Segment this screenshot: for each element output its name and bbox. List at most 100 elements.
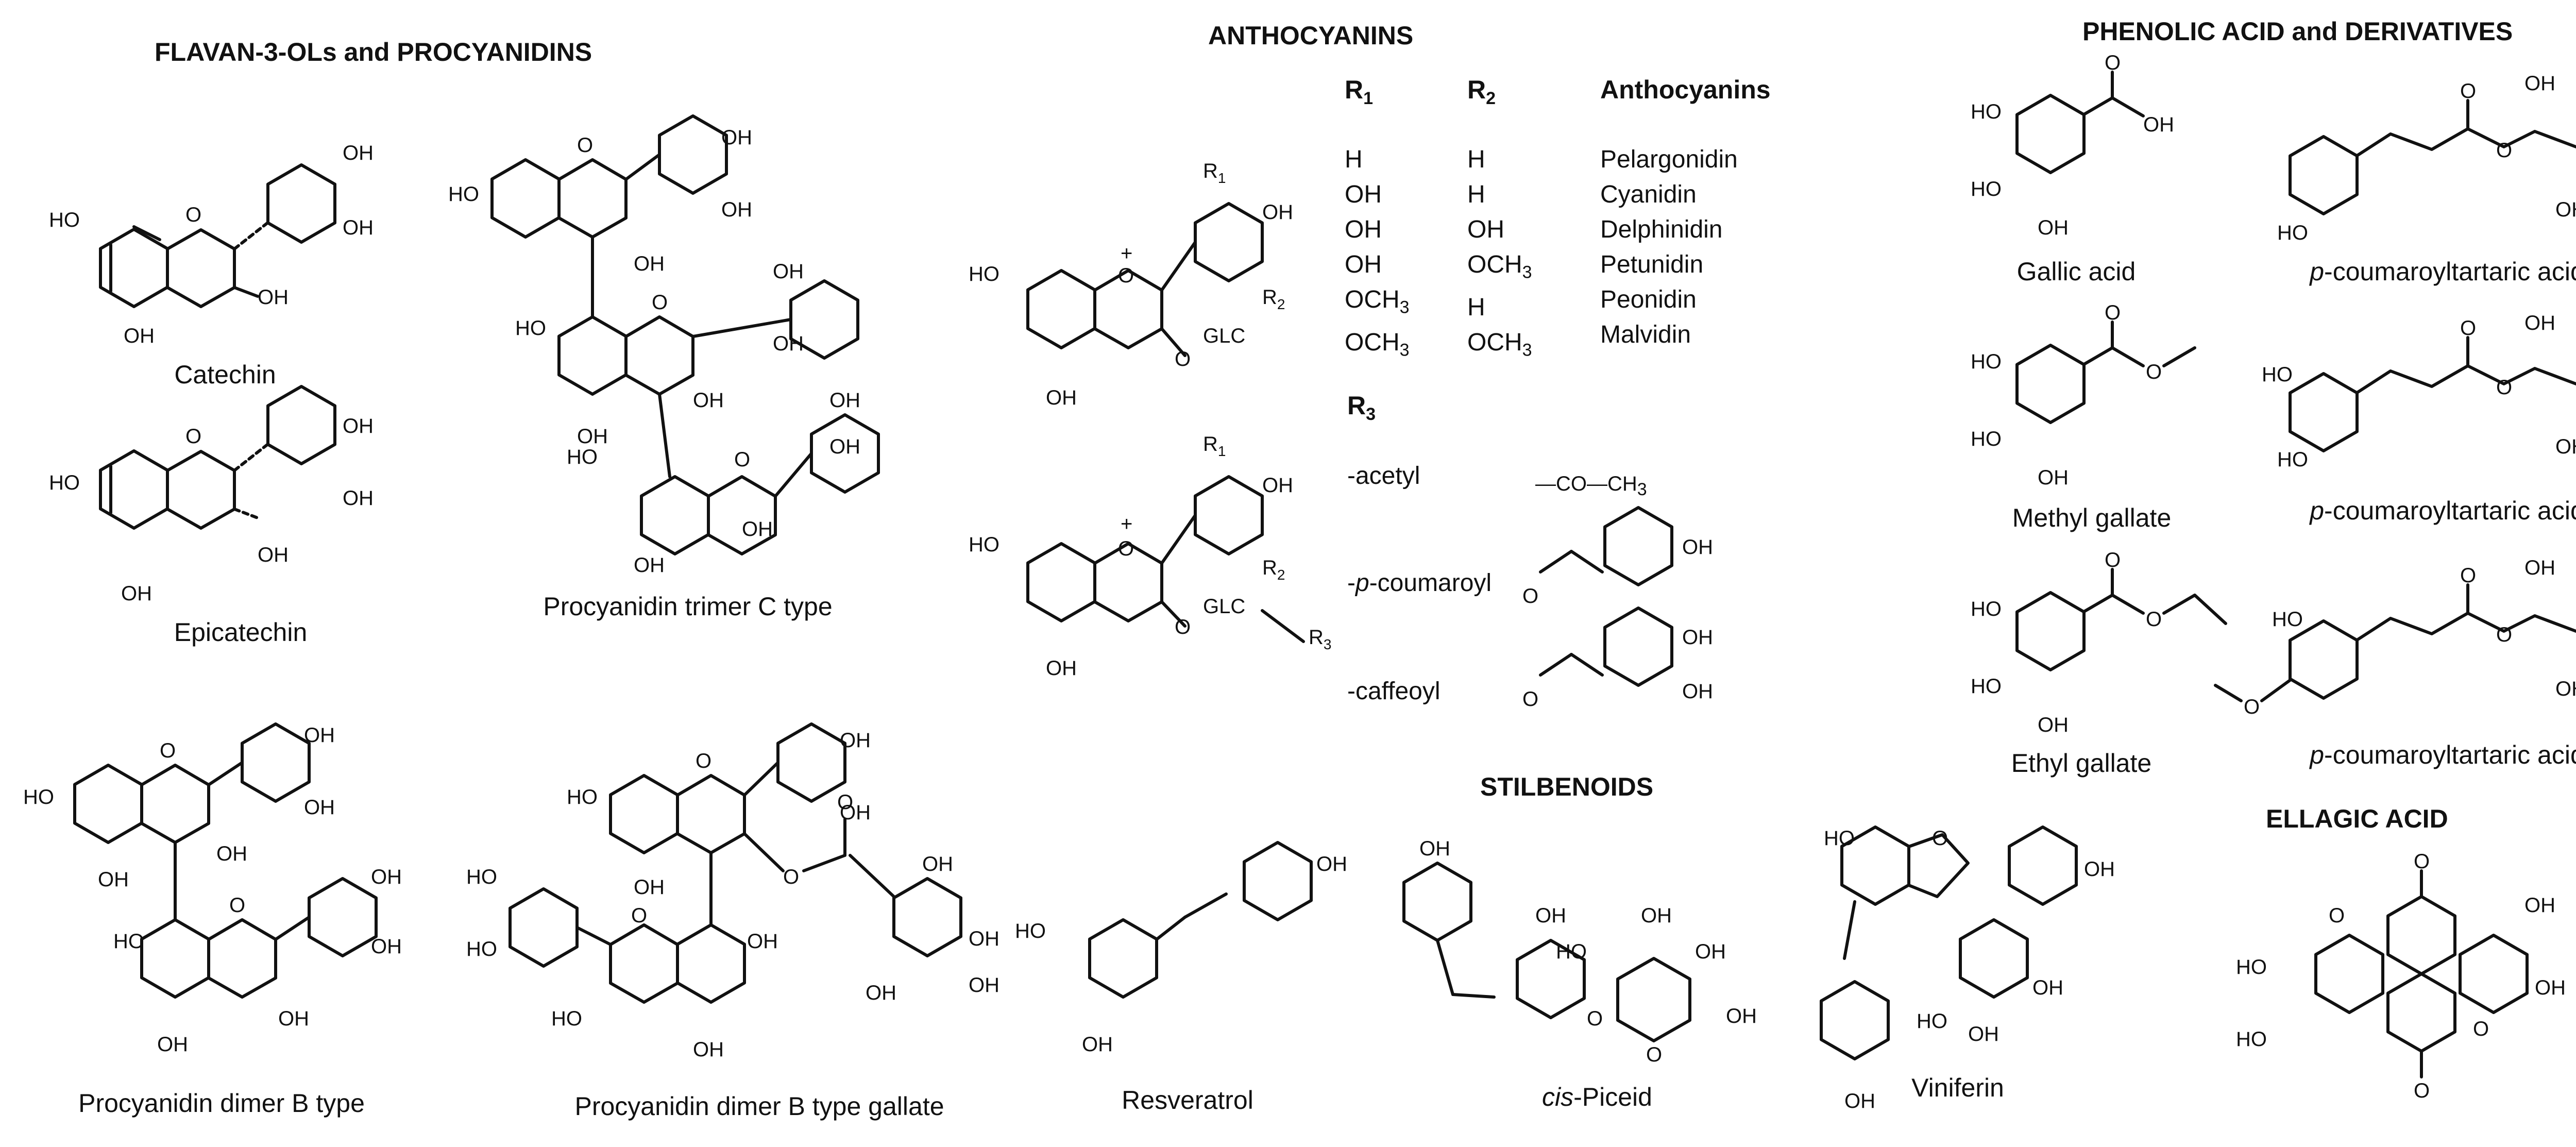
table-row-r2-text: OCH xyxy=(1467,251,1522,278)
atom-oh: OH xyxy=(2038,216,2069,239)
caption-epicatechin: Epicatechin xyxy=(174,618,308,647)
atom-oh: OH xyxy=(2038,714,2069,736)
caption-cis-prefix: cis xyxy=(1542,1083,1574,1111)
atom-oh: OH xyxy=(2524,556,2555,579)
atom-oh: OH xyxy=(304,796,335,819)
caption-cis-piceid: cis-Piceid xyxy=(1542,1082,1652,1112)
atom-oh: OH xyxy=(840,801,871,824)
atom-ho: HO xyxy=(1917,1010,1947,1033)
caption-resveratrol: Resveratrol xyxy=(1122,1086,1253,1115)
atom-ho: HO xyxy=(969,533,999,556)
atom-oh: OH xyxy=(693,389,724,412)
caption-pcta-3-rest: -coumaroyltartaric acid xyxy=(2324,740,2576,769)
atom-o: O xyxy=(2496,139,2512,162)
caption-dimer-b: Procyanidin dimer B type xyxy=(78,1089,365,1118)
atom-oh: OH xyxy=(371,866,402,888)
atom-ho: HO xyxy=(2272,608,2303,631)
atom-ho: HO xyxy=(551,1007,582,1030)
atom-o: O xyxy=(696,750,711,772)
atom-ho: HO xyxy=(466,866,497,888)
table-row-r2: H xyxy=(1467,293,1485,321)
atom-oh: OH xyxy=(1682,536,1713,559)
atom-oh: OH xyxy=(1968,1023,1999,1045)
atom-oh: OH xyxy=(2143,113,2174,136)
structure-coumaroyltartaric-3: HO O O O OH OH OH xyxy=(2214,556,2576,718)
table-row-r1: H xyxy=(1345,146,1363,173)
atom-oh: OH xyxy=(840,729,871,752)
atom-ho: HO xyxy=(567,786,598,808)
atom-oh: OH xyxy=(1262,474,1293,497)
table-row-name: Cyanidin xyxy=(1600,181,1697,208)
atom-o: O xyxy=(229,894,245,917)
atom-oh: OH xyxy=(2524,894,2555,917)
atom-oh: OH xyxy=(343,487,374,510)
atom-oh: OH xyxy=(258,544,289,566)
atom-o: O xyxy=(1587,1007,1603,1030)
atom-o: O xyxy=(1932,827,1948,850)
r3-caffeoyl: -caffeoyl xyxy=(1347,678,1440,705)
atom-ho: HO xyxy=(113,930,144,953)
atom-oh: OH xyxy=(371,935,402,958)
atom-glc: GLC xyxy=(1203,325,1245,347)
atom-r1: R1 xyxy=(1203,160,1226,186)
atom-oh: OH xyxy=(304,724,335,747)
atom-o: O xyxy=(160,739,176,762)
atom-ho: HO xyxy=(49,471,80,494)
caption-pcta-1-prefix: p xyxy=(2310,257,2325,286)
table-name-column: Pelargonidin Cyanidin Delphinidin Petuni… xyxy=(1600,142,1738,352)
atom-oh: OH xyxy=(634,876,665,899)
atom-o-plus: + xyxy=(1121,513,1132,535)
r3-label: R3 xyxy=(1347,391,1376,425)
atom-ho: HO xyxy=(2262,363,2293,386)
atom-o: O xyxy=(185,425,201,448)
table-row-name: Pelargonidin xyxy=(1600,146,1738,173)
atom-oh: OH xyxy=(2032,976,2063,999)
atom-o-plus: + xyxy=(1121,242,1132,265)
table-row-r2: H xyxy=(1467,146,1485,173)
table-col-r2: R2 xyxy=(1467,75,1496,109)
atom-oh: OH xyxy=(1535,904,1566,927)
structure-anthocyanin-core: HO O + R1 OH R2 O GLC OH xyxy=(969,160,1293,409)
table-col-r1-sub: 1 xyxy=(1363,89,1374,108)
caption-pcta-2: p-coumaroyltartaric acid xyxy=(2310,496,2576,526)
r3-acetyl: -acetyl xyxy=(1347,462,1420,490)
atom-r2: R2 xyxy=(1262,286,1285,312)
atom-o: O xyxy=(2496,623,2512,646)
atom-oh: OH xyxy=(1046,657,1077,680)
table-row-r2-sub: 3 xyxy=(1522,262,1532,282)
atom-o: O xyxy=(2414,850,2430,873)
atom-oh: OH xyxy=(693,1038,724,1061)
atom-oh: OH xyxy=(922,853,953,875)
atom-ho: HO xyxy=(1971,598,2002,620)
atom-oh: OH xyxy=(343,216,374,239)
atom-oh: OH xyxy=(773,332,804,355)
atom-o: O xyxy=(2460,317,2476,340)
atom-r2: R2 xyxy=(1262,556,1285,583)
atom-o: O xyxy=(2105,52,2121,74)
table-col-name: Anthocyanins xyxy=(1600,75,1771,104)
atom-o: O xyxy=(577,134,593,157)
table-row-r1-sub: 3 xyxy=(1399,340,1410,360)
atom-r1: R1 xyxy=(1203,433,1226,459)
atom-oh: OH xyxy=(1641,904,1672,927)
atom-oh: OH xyxy=(2524,312,2555,334)
atom-ho: HO xyxy=(567,446,598,468)
atom-o: O xyxy=(2329,904,2345,927)
r3-acetyl-formula-sub: 3 xyxy=(1637,480,1647,499)
structure-anthocyanin-acylated: HO O + R1 OH R2 O GLC R3 OH xyxy=(969,433,1331,680)
structure-procyanidin-dimer-b-gallate: HO O OH OH O O OH HO HO O HO OH OH OH OH… xyxy=(466,724,999,1061)
atom-oh: OH xyxy=(124,325,155,347)
atom-o: O xyxy=(2146,361,2162,383)
structure-resveratrol: HO OH OH xyxy=(1015,842,1347,1056)
atom-oh: OH xyxy=(829,435,860,458)
table-row-r2-text: OCH xyxy=(1467,328,1522,356)
atom-oh: OH xyxy=(747,930,778,953)
caption-catechin: Catechin xyxy=(174,360,276,389)
caption-trimer: Procyanidin trimer C type xyxy=(543,592,833,621)
atom-oh: OH xyxy=(121,582,152,605)
atom-oh: OH xyxy=(1682,680,1713,703)
atom-o: O xyxy=(2460,80,2476,103)
table-row-name: Malvidin xyxy=(1600,321,1691,348)
atom-o: O xyxy=(1118,537,1134,560)
